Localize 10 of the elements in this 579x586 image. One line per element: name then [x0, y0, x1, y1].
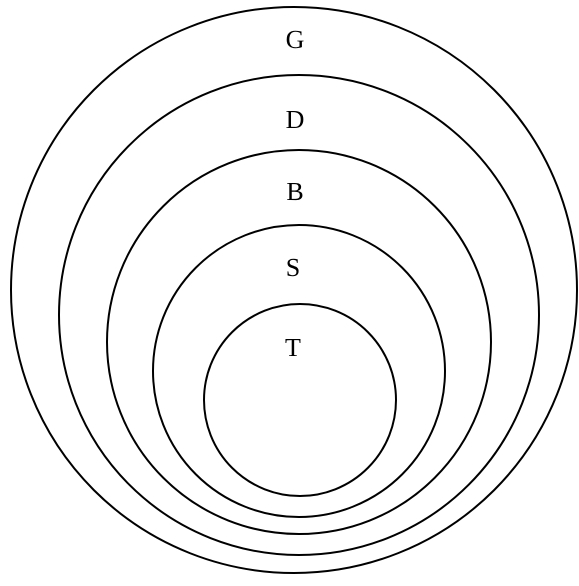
- circle-label: T: [285, 333, 301, 363]
- nested-circle: [203, 303, 397, 497]
- circle-label: G: [286, 25, 304, 55]
- circle-label: B: [286, 177, 304, 207]
- nested-circle: [106, 149, 492, 535]
- circle-label: D: [286, 105, 304, 135]
- circle-label: S: [286, 253, 300, 283]
- nested-circle: [152, 224, 446, 518]
- nested-circle: [10, 6, 578, 574]
- nested-circle: [58, 74, 540, 556]
